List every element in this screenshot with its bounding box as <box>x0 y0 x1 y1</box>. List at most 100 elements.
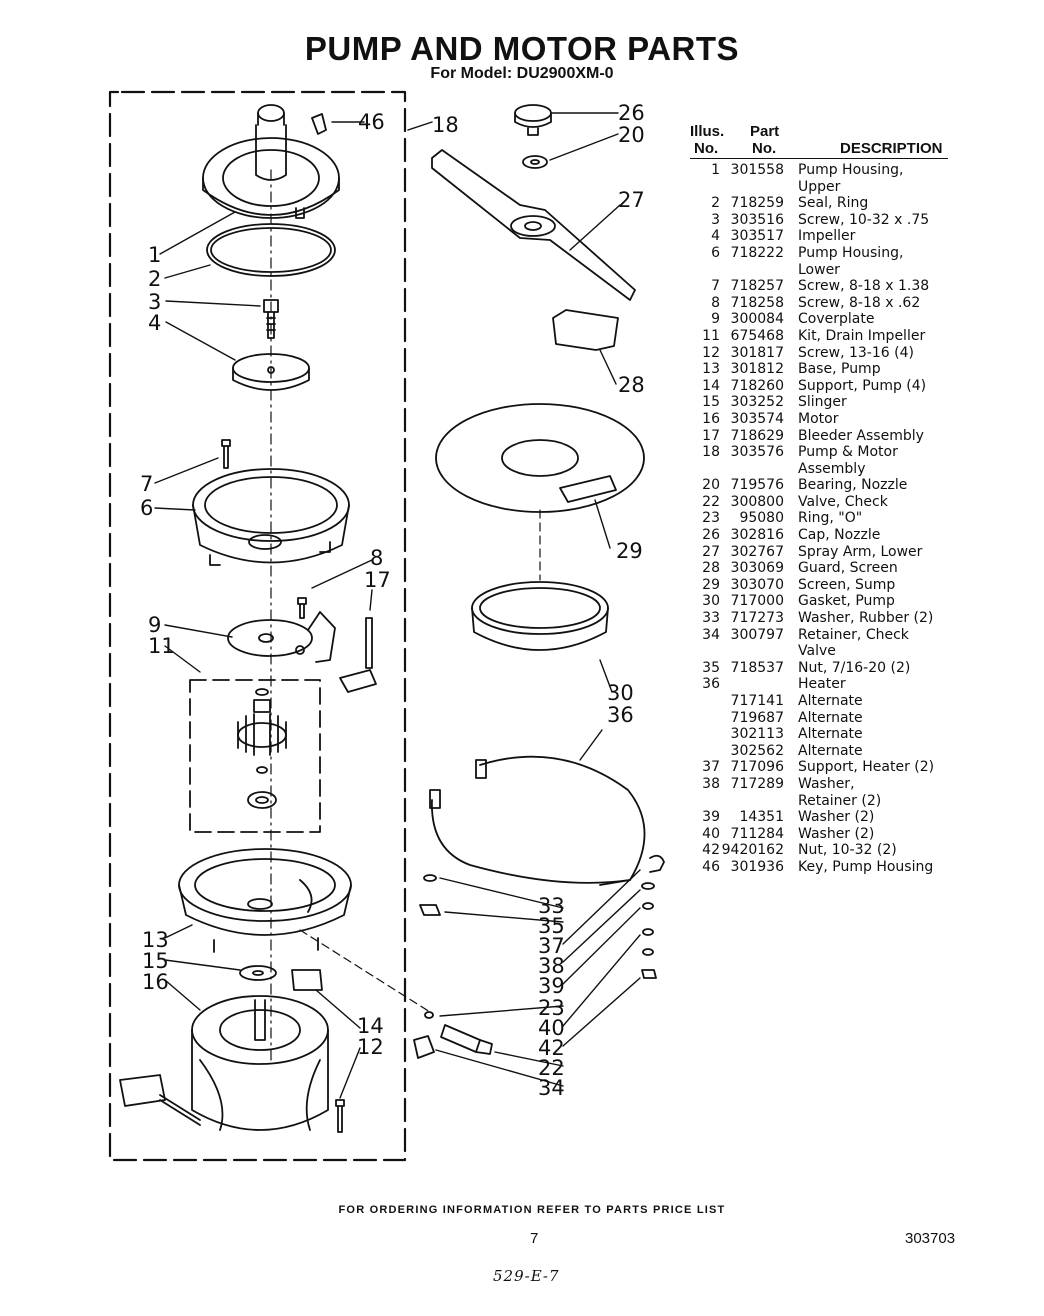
parts-part-no: 303576 <box>730 444 784 461</box>
parts-description: Nut, 7/16-20 (2) <box>798 659 911 676</box>
parts-part-no: 301812 <box>730 361 784 378</box>
parts-illus-no: 35 <box>702 659 720 676</box>
parts-description: Slinger <box>798 394 847 411</box>
parts-description: Support, Heater (2) <box>798 759 935 776</box>
parts-part-no: 717096 <box>730 759 784 776</box>
parts-description: Washer, <box>798 775 855 792</box>
leader-lines <box>154 112 641 1099</box>
parts-description: Valve <box>798 643 836 660</box>
callout-36: 36 <box>607 703 634 727</box>
upper-pump-housing <box>202 104 340 219</box>
parts-illus-no: 3 <box>711 211 720 228</box>
washer-40 <box>642 928 654 936</box>
parts-row: Valve <box>688 643 988 660</box>
parts-illus-no: 14 <box>702 377 720 394</box>
parts-illus-no: 40 <box>702 825 720 842</box>
parts-description: Alternate <box>798 742 863 759</box>
parts-illus-no: 20 <box>702 477 720 494</box>
check-valve <box>440 1024 493 1055</box>
parts-illus-no: 26 <box>702 527 720 544</box>
parts-description: Pump Housing, <box>798 244 904 261</box>
parts-illus-no: 34 <box>702 626 720 643</box>
parts-row: 33 717273 Washer, Rubber (2) <box>688 610 988 627</box>
callout-2: 2 <box>148 267 161 291</box>
callout-6: 6 <box>140 496 153 520</box>
nozzle-bearing <box>522 155 548 169</box>
washer-39 <box>642 902 654 910</box>
parts-illus-no: 2 <box>711 195 720 212</box>
parts-description: Impeller <box>798 228 856 245</box>
parts-illus-no: 29 <box>702 576 720 593</box>
parts-row: 46 301936 Key, Pump Housing <box>688 859 988 876</box>
parts-description: Washer (2) <box>798 825 875 842</box>
parts-part-no: 675468 <box>730 327 784 344</box>
rubber-washer <box>423 874 437 882</box>
parts-illus-no <box>688 262 720 279</box>
parts-description: Key, Pump Housing <box>798 858 934 875</box>
callout-27: 27 <box>618 188 645 212</box>
parts-description: Upper <box>798 178 841 195</box>
heater-element <box>429 755 646 886</box>
parts-part-no: 717273 <box>730 610 784 627</box>
parts-illus-no <box>688 693 720 710</box>
parts-part-no: 717141 <box>730 693 784 709</box>
callout-16: 16 <box>142 970 169 994</box>
parts-part-no: 302562 <box>730 742 784 759</box>
parts-part-no <box>720 262 784 279</box>
callout-37: 37 <box>538 934 565 958</box>
parts-description: Lower <box>798 261 840 278</box>
document-number: 303703 <box>905 1230 956 1247</box>
parts-description: Kit, Drain Impeller <box>798 327 926 344</box>
parts-part-no: 718222 <box>730 244 784 261</box>
parts-illus-no: 7 <box>711 278 720 295</box>
parts-row: 302562 Alternate <box>688 743 988 760</box>
parts-illus-no: 15 <box>702 394 720 411</box>
parts-illus-no: 30 <box>702 593 720 610</box>
parts-illus-no: 17 <box>702 427 720 444</box>
parts-illus-no: 46 <box>702 858 720 875</box>
parts-row: Assembly <box>688 461 988 478</box>
parts-description: Screw, 8-18 x 1.38 <box>798 278 930 295</box>
pump-support <box>291 969 323 991</box>
parts-description: Screw, 10-32 x .75 <box>798 211 930 228</box>
parts-illus-no: 38 <box>702 775 720 792</box>
parts-illus-no: 39 <box>702 809 720 826</box>
parts-description: Screw, 8-18 x .62 <box>798 294 921 311</box>
parts-illus-no: 16 <box>702 410 720 427</box>
parts-illus-no <box>688 710 720 727</box>
parts-illus-no <box>688 179 720 196</box>
parts-description: Alternate <box>798 693 863 709</box>
parts-part-no: 301936 <box>730 858 784 875</box>
parts-part-no: 718259 <box>730 195 784 212</box>
callout-35: 35 <box>538 914 565 938</box>
parts-row: Retainer (2) <box>688 793 988 810</box>
parts-part-no: 303070 <box>730 576 784 593</box>
page-title: PUMP AND MOTOR PARTS <box>304 30 740 67</box>
callout-18: 18 <box>432 113 459 137</box>
impeller-screw <box>263 299 279 339</box>
callout-3: 3 <box>148 290 161 314</box>
pump-base <box>178 848 352 953</box>
parts-illus-no: 33 <box>702 610 720 627</box>
drain-impeller <box>237 688 287 809</box>
callout-8: 8 <box>370 546 383 570</box>
seal-ring <box>206 223 336 277</box>
housing-screw-long <box>221 439 231 469</box>
parts-row: Upper <box>688 179 988 196</box>
assembly-boundary <box>108 90 407 1162</box>
parts-description: Washer, Rubber (2) <box>798 610 934 627</box>
parts-part-no <box>720 793 784 810</box>
